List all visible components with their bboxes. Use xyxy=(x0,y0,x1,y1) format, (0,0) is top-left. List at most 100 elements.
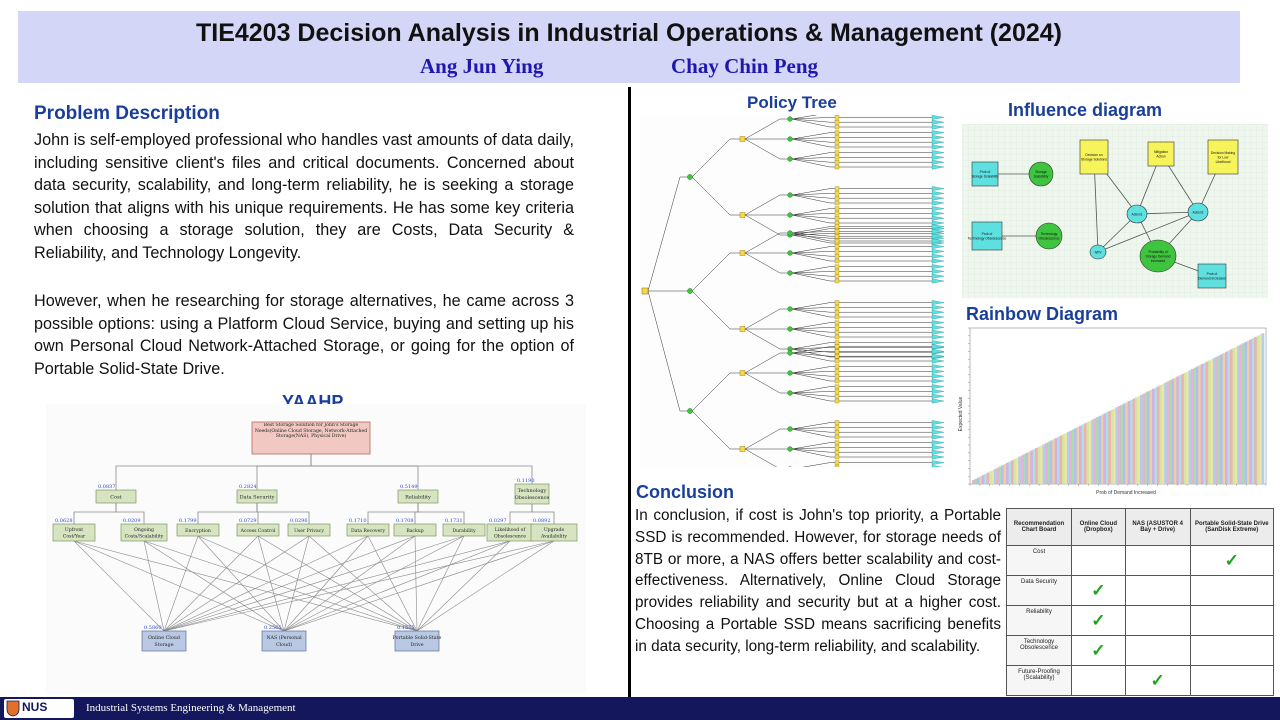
rainbow-band xyxy=(1049,440,1053,484)
yaahp-subcriterion-label: Cost/Year xyxy=(63,534,86,540)
policy-terminal-node xyxy=(931,429,945,435)
yaahp-criterion-weight: 0.2824 xyxy=(239,484,257,490)
rainbow-band xyxy=(1254,336,1257,484)
rainbow-band xyxy=(1205,361,1209,484)
yaahp-criterion-node xyxy=(514,483,550,505)
policy-terminal-node xyxy=(931,314,945,320)
rainbow-band xyxy=(1110,409,1114,484)
policy-decision-node xyxy=(834,330,840,335)
yaahp-subcriterion-weight: 0.0297 xyxy=(489,518,507,524)
rainbow-band xyxy=(1047,441,1051,484)
recommendation-cell xyxy=(1124,545,1191,576)
rainbow-band xyxy=(1178,375,1182,484)
rainbow-band xyxy=(1147,391,1150,484)
rainbow-band xyxy=(1035,447,1038,484)
influence-arc xyxy=(1097,211,1199,253)
policy-decision-node xyxy=(834,191,840,196)
yaahp-subcriterion-node xyxy=(236,523,280,537)
policy-decision-node xyxy=(834,269,840,274)
policy-decision-node xyxy=(834,378,840,384)
rainbow-band xyxy=(1103,413,1107,484)
rainbow-band xyxy=(1183,372,1187,484)
recommendation-row-label: Cost xyxy=(1006,545,1072,576)
rainbow-band xyxy=(979,476,983,484)
rainbow-band xyxy=(1069,430,1073,484)
yaahp-subcriterion-weight: 0.1799 xyxy=(179,518,197,524)
yaahp-subcriterion-node xyxy=(120,523,168,542)
yaahp-alternative-label: Online Cloud xyxy=(148,635,180,641)
yaahp-diagram: Best Storage Solution for John's Storage… xyxy=(46,404,586,694)
rainbow-band xyxy=(1217,355,1221,484)
yaahp-alternative-label: Drive xyxy=(410,642,423,648)
influence-node-label: Storage Demand xyxy=(1146,254,1171,258)
recommendation-cell: ✓ xyxy=(1189,545,1275,576)
checkmark-icon: ✓ xyxy=(1091,610,1106,630)
yaahp-criterion-node xyxy=(95,489,137,504)
rainbow-band xyxy=(1195,366,1199,484)
rainbow-x-label: Prob of Demand Increased xyxy=(1096,490,1156,496)
policy-decision-node xyxy=(739,250,746,256)
rainbow-band xyxy=(1059,435,1063,484)
recommendation-row: Reliability ✓ xyxy=(1006,605,1275,636)
rainbow-band xyxy=(1054,438,1058,484)
nus-logo-text: NUS xyxy=(22,700,48,714)
footer-bar: NUS Industrial Systems Engineering & Man… xyxy=(0,697,1280,720)
rainbow-band xyxy=(1215,356,1219,484)
rainbow-band xyxy=(1020,455,1024,484)
policy-terminal-node xyxy=(931,364,945,369)
yaahp-subcriterion-label: Durability xyxy=(452,528,476,534)
rainbow-band xyxy=(1100,414,1104,484)
policy-chance-node xyxy=(787,270,793,276)
rainbow-band xyxy=(1030,450,1034,484)
yaahp-subcriterion-node xyxy=(52,523,96,542)
policy-chance-node xyxy=(787,192,793,198)
rainbow-band xyxy=(1200,364,1204,484)
rainbow-band xyxy=(1132,398,1136,484)
problem-paragraph-1: John is self-employed professional who h… xyxy=(34,131,574,262)
rainbow-band xyxy=(1064,433,1068,484)
influence-node xyxy=(1028,161,1054,187)
rainbow-band xyxy=(1161,383,1165,484)
influence-node-label: Action xyxy=(1156,155,1165,159)
influence-node xyxy=(1126,204,1148,224)
rainbow-band xyxy=(1037,446,1041,484)
policy-decision-node xyxy=(834,460,840,465)
rainbow-band xyxy=(1251,338,1255,484)
yaahp-subcriterion-label: Upgrade xyxy=(544,527,565,533)
policy-terminal-node xyxy=(931,186,945,191)
recommendation-row-label: Future-Proofing (Scalability) xyxy=(1006,665,1072,696)
recommendation-cell: ✓ xyxy=(1071,605,1126,636)
influence-node-label: Obsolescence xyxy=(1039,237,1060,241)
checkmark-icon: ✓ xyxy=(1224,550,1239,570)
author-name-2: Chay Chin Peng xyxy=(671,54,819,78)
policy-terminal-node xyxy=(931,334,945,340)
policy-decision-node xyxy=(834,325,840,330)
yaahp-subcriterion-label: Access Control xyxy=(240,528,276,534)
influence-node-label: Decision Making xyxy=(1211,151,1235,155)
recommendation-table: Recommendation Chart Board Online Cloud … xyxy=(1006,508,1275,696)
rainbow-band xyxy=(1023,454,1026,484)
rainbow-band xyxy=(1081,424,1085,484)
policy-terminal-node xyxy=(931,325,945,330)
rainbow-band xyxy=(1137,396,1141,484)
rainbow-band xyxy=(1127,401,1131,484)
yaahp-criterion-node xyxy=(236,489,278,504)
policy-decision-node xyxy=(834,384,840,389)
policy-terminal-node xyxy=(931,164,945,170)
policy-decision-node xyxy=(834,389,840,394)
rainbow-band xyxy=(1135,397,1138,484)
policy-terminal-node xyxy=(931,454,945,460)
yaahp-subcriterion-weight: 0.0628 xyxy=(55,518,73,524)
column-divider xyxy=(628,87,631,697)
recommendation-header-row: Recommendation Chart Board Online Cloud … xyxy=(1006,508,1275,546)
rainbow-band xyxy=(1244,341,1248,484)
rainbow-band xyxy=(1045,443,1048,484)
rainbow-band xyxy=(1256,335,1260,484)
policy-chance-node xyxy=(787,326,793,332)
rainbow-svg: Expected Value Prob of Demand Increased xyxy=(958,327,1267,496)
yaahp-alternative-label: NAS (Personal xyxy=(266,634,302,641)
yaahp-subcriterion-node xyxy=(442,523,486,537)
influence-node-label: NPV xyxy=(1095,250,1103,254)
rainbow-band xyxy=(1125,402,1129,484)
policy-terminal-node xyxy=(931,389,945,394)
